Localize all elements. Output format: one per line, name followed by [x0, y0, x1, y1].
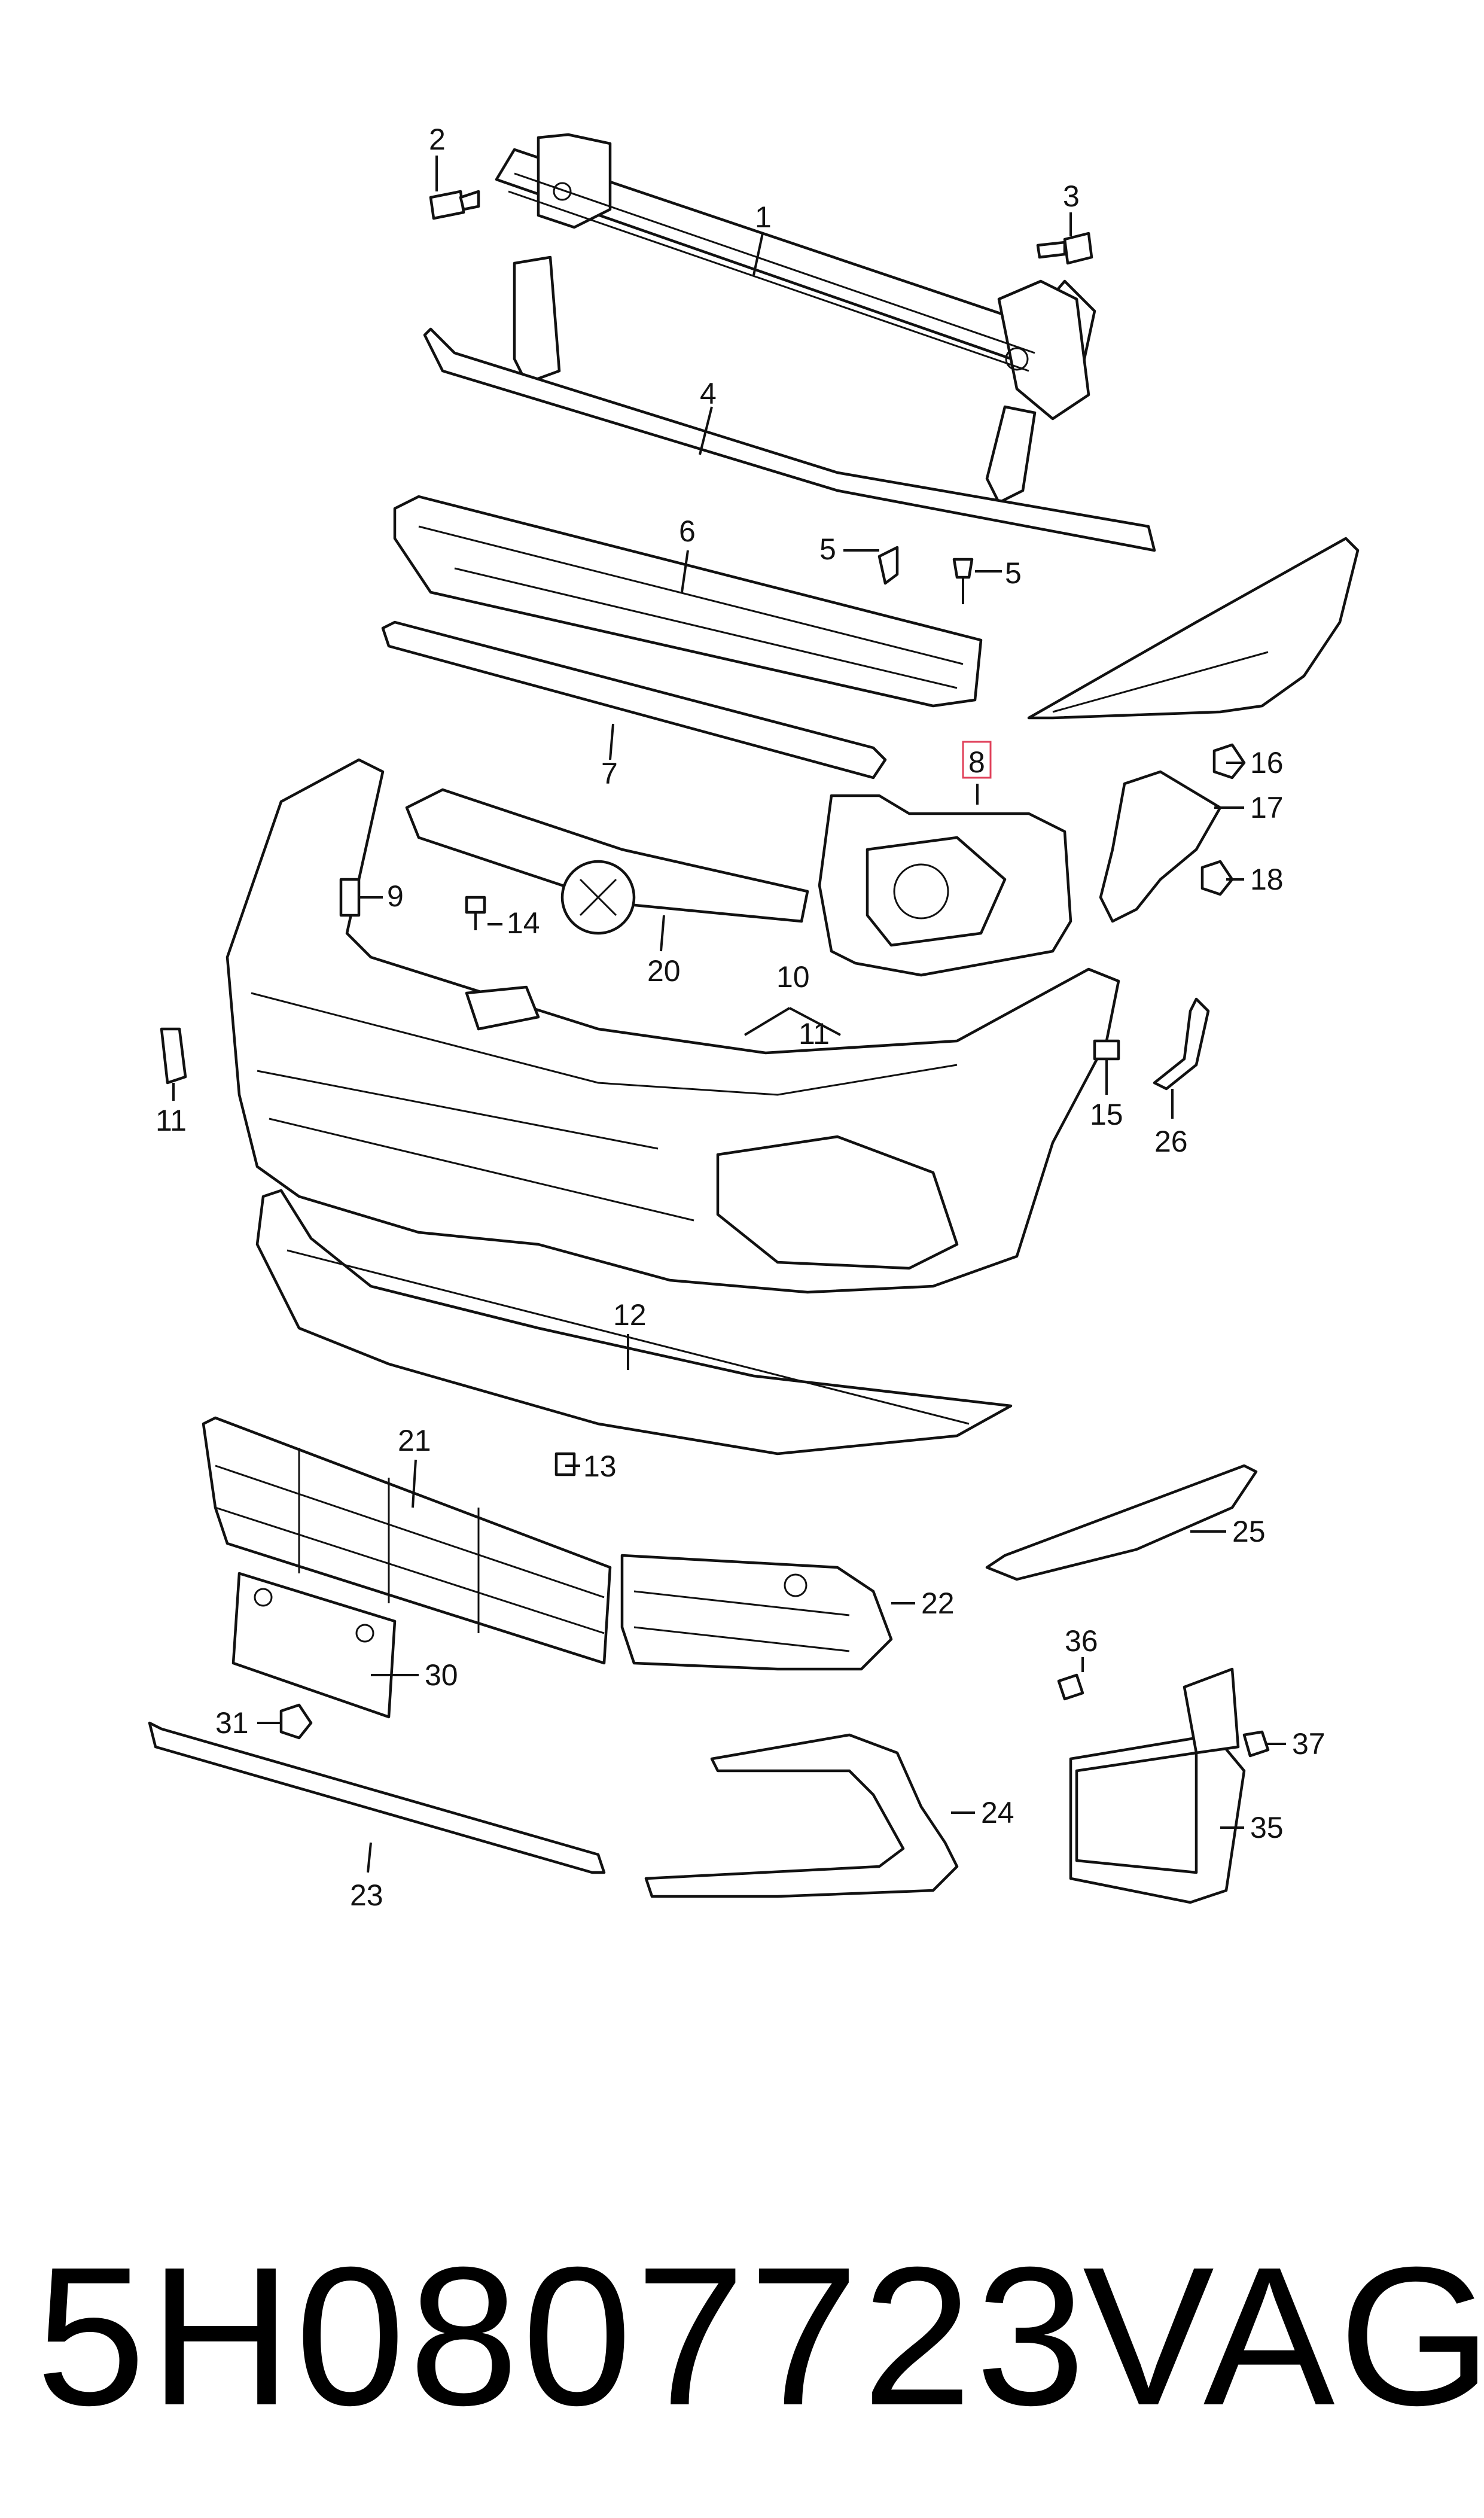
- nut-part-37: [1242, 1730, 1270, 1758]
- callout-8: 8: [968, 745, 985, 779]
- nut-part-18: [1200, 860, 1234, 896]
- strip-part-7: [381, 620, 887, 780]
- callout-31: 31: [215, 1706, 249, 1740]
- screw-part-13: [554, 1452, 576, 1476]
- screw-part-15: [1093, 1039, 1120, 1061]
- callout-11-right: 11: [799, 1017, 830, 1051]
- trim-strip-part-23: [148, 1721, 606, 1874]
- fog-grille-part-22: [620, 1554, 893, 1671]
- callout-13: 13: [583, 1450, 617, 1483]
- callout-10: 10: [776, 960, 810, 994]
- callout-14: 14: [507, 906, 540, 940]
- clip-part-9: [339, 878, 361, 917]
- callout-1: 1: [755, 200, 772, 234]
- brand-label: VAG: [1083, 2225, 1484, 2446]
- callout-25: 25: [1232, 1515, 1266, 1548]
- seal-strip-part-4: [423, 327, 1156, 552]
- trim-strip-part-26: [1153, 997, 1210, 1091]
- callout-23: 23: [350, 1878, 383, 1912]
- callout-5-left: 5: [819, 532, 836, 566]
- callout-16: 16: [1250, 746, 1284, 780]
- screw-part-3: [1036, 232, 1093, 265]
- leader-lines: [172, 156, 1286, 1873]
- bumper-reinforcement-bar: [495, 133, 1096, 504]
- callout-26: 26: [1154, 1125, 1188, 1158]
- callout-6: 6: [679, 514, 696, 548]
- clip-part-5-right: [952, 558, 974, 604]
- energy-absorber-part-6: [393, 495, 983, 708]
- callout-17: 17: [1250, 791, 1284, 824]
- air-duct-part-35: [1069, 1667, 1246, 1904]
- callout-30: 30: [425, 1658, 458, 1692]
- clip-part-16: [1212, 743, 1246, 780]
- callout-3: 3: [1063, 179, 1080, 213]
- callout-20: 20: [647, 954, 681, 988]
- callout-24: 24: [981, 1796, 1014, 1829]
- callout-22: 22: [921, 1587, 955, 1620]
- clip-part-5-left: [877, 546, 899, 585]
- radiator-grille-part-20: [405, 788, 809, 935]
- callout-21: 21: [398, 1424, 431, 1457]
- callout-8-highlight-box: [962, 741, 992, 779]
- callout-35: 35: [1250, 1811, 1284, 1844]
- callout-4: 4: [700, 377, 717, 410]
- fog-light-frame-part-8: [818, 794, 1072, 977]
- callout-15: 15: [1090, 1098, 1123, 1131]
- callout-5-right: 5: [1005, 556, 1022, 590]
- bracket-part-17: [1099, 770, 1222, 923]
- callout-9: 9: [387, 879, 404, 913]
- callout-12: 12: [613, 1298, 647, 1332]
- part-number-label: 5H0807723: [36, 2225, 1089, 2446]
- callout-37: 37: [1292, 1727, 1325, 1761]
- callout-11-left: 11: [156, 1104, 187, 1137]
- callout-7: 7: [601, 757, 618, 790]
- chrome-frame-part-24: [644, 1733, 959, 1898]
- callout-18: 18: [1250, 863, 1284, 896]
- lower-grille-part-21: [202, 1416, 612, 1665]
- fender-outline: [1027, 537, 1360, 720]
- clip-part-31: [279, 1703, 313, 1740]
- screw-part-36: [1057, 1673, 1084, 1701]
- screw-part-2: [429, 190, 480, 220]
- screw-part-14: [465, 896, 486, 930]
- license-plate-holder-part-30: [231, 1572, 397, 1719]
- callout-36: 36: [1065, 1624, 1098, 1658]
- trim-strip-part-25: [985, 1464, 1258, 1581]
- callout-2: 2: [429, 123, 446, 156]
- bracket-part-11-left: [160, 1027, 187, 1085]
- callout-labels: 1 2 3 4 5 5 6 7 8 9 10 11 11 12 13 14 15…: [156, 123, 1325, 1912]
